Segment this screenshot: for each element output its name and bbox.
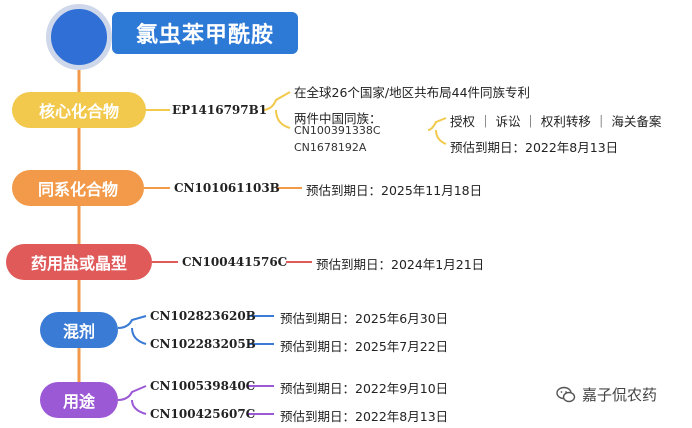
watermark: 嘉子侃农药 [556,384,657,405]
patent-id: CN102823620B [150,309,256,323]
legal-status-tags: 授权 ｜ 诉讼 ｜ 权利转移 ｜ 海关备案 [450,114,662,129]
expiry-date: 预估到期日：2022年9月10日 [280,381,449,396]
family-note: 在全球26个国家/地区共布局44件同族专利 [294,85,531,100]
patent-id: CN100441576C [182,255,288,269]
patent-id: EP1416797B1 [172,103,268,117]
branch-use: 用途 [40,382,118,418]
cn-family-label: 两件中国同族： [294,111,382,126]
expiry-date: 预估到期日：2022年8月13日 [450,140,619,155]
cn-family-id-2: CN1678192A [294,141,367,154]
branch-salt-or-crystal: 药用盐或晶型 [6,244,152,280]
branch-mixture: 混剂 [40,312,118,348]
patent-id: CN101061103B [174,181,280,195]
use-bracket [117,385,147,415]
mixture-bracket [117,315,147,345]
core-notes-bracket [261,91,291,129]
root-node-circle [46,4,112,70]
patent-id: CN102283205B [150,337,256,351]
branch-core-compound: 核心化合物 [12,92,146,128]
expiry-date: 预估到期日：2024年1月21日 [316,257,485,272]
wechat-icon [556,386,576,402]
branch-homolog-compound: 同系化合物 [12,170,144,206]
expiry-date: 预估到期日：2025年6月30日 [280,311,449,326]
watermark-text: 嘉子侃农药 [582,386,658,404]
root-title: 氯虫苯甲酰胺 [112,12,298,54]
patent-id: CN100539840C [150,379,256,393]
patent-id: CN100425607C [150,407,256,421]
expiry-date: 预估到期日：2025年7月22日 [280,339,449,354]
cn-family-id-1: CN100391338C [294,124,381,137]
expiry-date: 预估到期日：2022年8月13日 [280,409,449,424]
core-status-bracket [427,117,447,145]
expiry-date: 预估到期日：2025年11月18日 [306,183,483,198]
